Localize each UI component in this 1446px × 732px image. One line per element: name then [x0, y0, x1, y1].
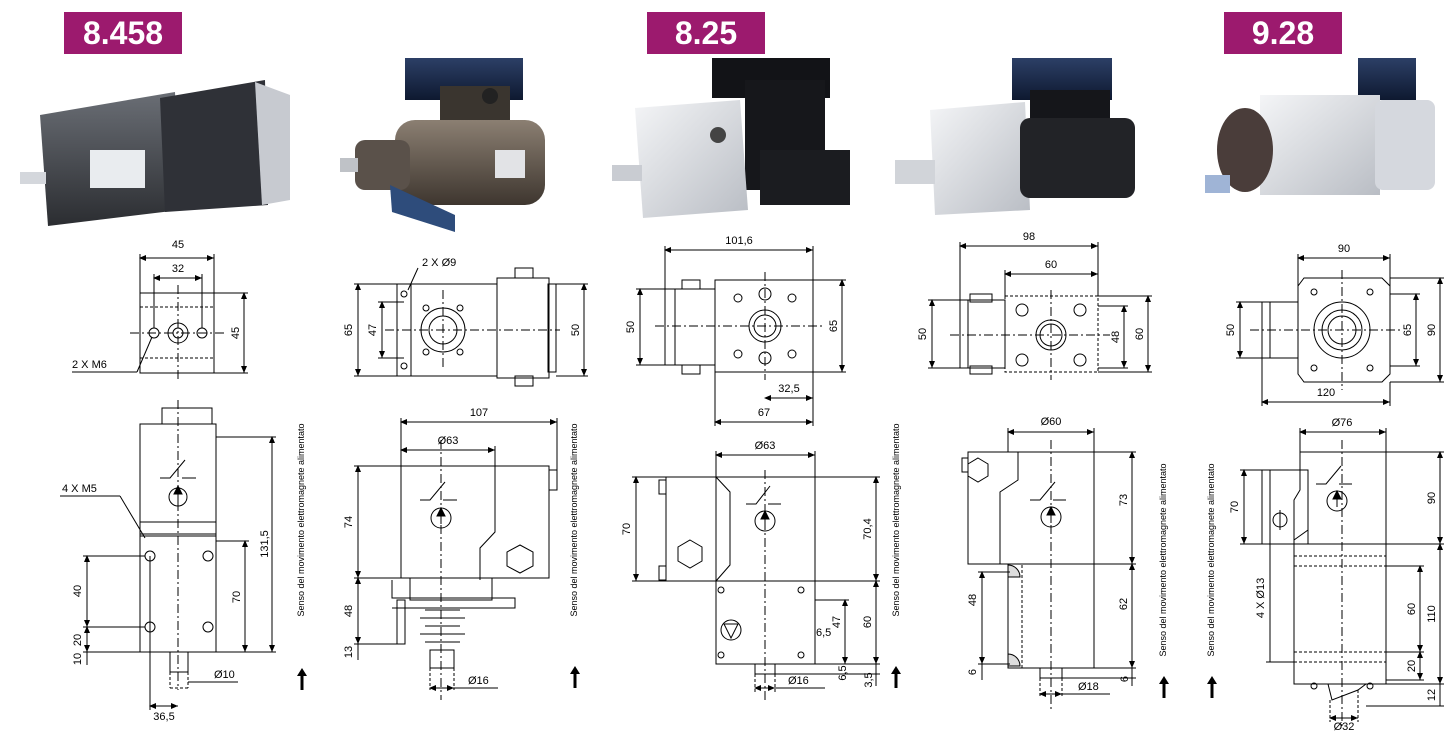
dim-4-6a: 6	[967, 669, 979, 675]
dim-8458-shaft: Ø10	[214, 669, 235, 681]
note-vertical-4: Senso del movimento elettromagnete alime…	[1158, 463, 1168, 656]
dim-2-48: 48	[343, 605, 355, 617]
dim-825-35: 3,5	[863, 672, 875, 687]
dim-2-shaft: Ø16	[468, 675, 489, 687]
photo-825	[612, 58, 850, 218]
dim-4-98: 98	[1023, 231, 1035, 243]
note-vertical-5: Senso del movimento elettromagnete alime…	[1206, 463, 1216, 656]
dim-825-width: 101,6	[725, 235, 753, 247]
top-view-4	[928, 242, 1152, 380]
note-vertical-1: Senso del movimento elettromagnete alime…	[296, 423, 306, 616]
dim-825-47: 47	[831, 616, 843, 628]
dim-4-50: 50	[917, 328, 929, 340]
dim-928-shaft: Ø32	[1334, 721, 1355, 732]
photo-8458	[20, 80, 290, 226]
side-view-825	[632, 451, 880, 700]
dim-825-65a: 6,5	[816, 627, 831, 639]
dim-825-50: 50	[625, 321, 637, 333]
dim-928-50: 50	[1225, 324, 1237, 336]
direction-arrow-5	[1207, 676, 1217, 698]
dim-928-90h: 90	[1426, 324, 1438, 336]
photo-4	[895, 58, 1135, 215]
dim-928-60: 60	[1406, 603, 1418, 615]
dim-4-60: 60	[1045, 259, 1057, 271]
direction-arrow-2	[570, 666, 580, 688]
dim-928-120: 120	[1317, 387, 1335, 399]
dim-2-13: 13	[343, 646, 355, 658]
dim-4-48b: 48	[967, 594, 979, 606]
top-view-2	[354, 267, 588, 387]
dim-928-70: 70	[1229, 501, 1241, 513]
dim-4-dia: Ø60	[1041, 416, 1062, 428]
dim-825-325: 32,5	[778, 383, 799, 395]
dim-928-dia: Ø76	[1332, 417, 1353, 429]
direction-arrow-4	[1159, 676, 1169, 698]
dim-4-60h: 60	[1134, 328, 1146, 340]
dim-825-704: 70,4	[862, 518, 874, 539]
dim-928-12: 12	[1426, 689, 1438, 701]
dim-4-48: 48	[1110, 331, 1122, 343]
side-view-2	[354, 418, 558, 700]
label-8458-holes: 2 X M6	[72, 359, 107, 371]
model-badge-825: 8.25	[647, 12, 765, 54]
photo-2	[340, 58, 545, 232]
dim-8458-total: 131,5	[259, 530, 271, 558]
dim-2-74: 74	[343, 516, 355, 528]
dim-825-67: 67	[758, 407, 770, 419]
dim-8458-32: 32	[172, 263, 184, 275]
dim-825-70: 70	[621, 523, 633, 535]
dim-928-20: 20	[1406, 660, 1418, 672]
dim-825-65: 65	[828, 320, 840, 332]
dim-928-110: 110	[1426, 605, 1438, 623]
label-2-holes: 2 X Ø9	[422, 257, 456, 269]
model-badge-8458: 8.458	[64, 12, 182, 54]
dim-928-65: 65	[1402, 324, 1414, 336]
direction-arrow-1	[297, 668, 307, 690]
dim-8458-45h: 45	[230, 327, 242, 339]
dim-2-47: 47	[367, 324, 379, 336]
dim-825-60: 60	[862, 616, 874, 628]
side-view-8458	[60, 400, 276, 710]
direction-arrow-3	[891, 666, 901, 688]
label-928-holes: 4 X Ø13	[1255, 578, 1267, 618]
dim-8458-10: 10	[72, 653, 84, 665]
dim-2-65: 65	[343, 324, 355, 336]
dim-4-73: 73	[1118, 494, 1130, 506]
top-view-8458	[72, 254, 248, 382]
dim-4-shaft: Ø18	[1078, 681, 1099, 693]
top-view-825	[636, 246, 846, 426]
dim-825-shaft: Ø16	[788, 675, 809, 687]
side-view-4	[961, 428, 1136, 710]
dim-928-90s: 90	[1426, 492, 1438, 504]
dim-8458-45w: 45	[172, 239, 184, 251]
dim-2-107: 107	[470, 407, 488, 419]
dim-4-62: 62	[1118, 598, 1130, 610]
side-view-928	[1240, 428, 1444, 728]
top-view-928	[1236, 254, 1444, 406]
label-8458-thread: 4 X M5	[62, 483, 97, 495]
dim-928-90w: 90	[1338, 243, 1350, 255]
dim-8458-70: 70	[231, 591, 243, 603]
dim-825-65b: 6,5	[837, 665, 849, 680]
dim-825-dia: Ø63	[755, 440, 776, 452]
photo-928	[1205, 58, 1435, 195]
dim-4-6b: 6	[1119, 676, 1131, 682]
dim-8458-40: 40	[72, 585, 84, 597]
dim-2-50: 50	[570, 324, 582, 336]
dim-8458-20: 20	[72, 634, 84, 646]
note-vertical-3: Senso del movimento elettromagnete alime…	[891, 423, 901, 616]
note-vertical-2: Senso del movimento elettromagnete alime…	[569, 423, 579, 616]
dim-8458-offset: 36,5	[153, 711, 174, 723]
dim-2-dia: Ø63	[438, 435, 459, 447]
model-badge-928: 9.28	[1224, 12, 1342, 54]
